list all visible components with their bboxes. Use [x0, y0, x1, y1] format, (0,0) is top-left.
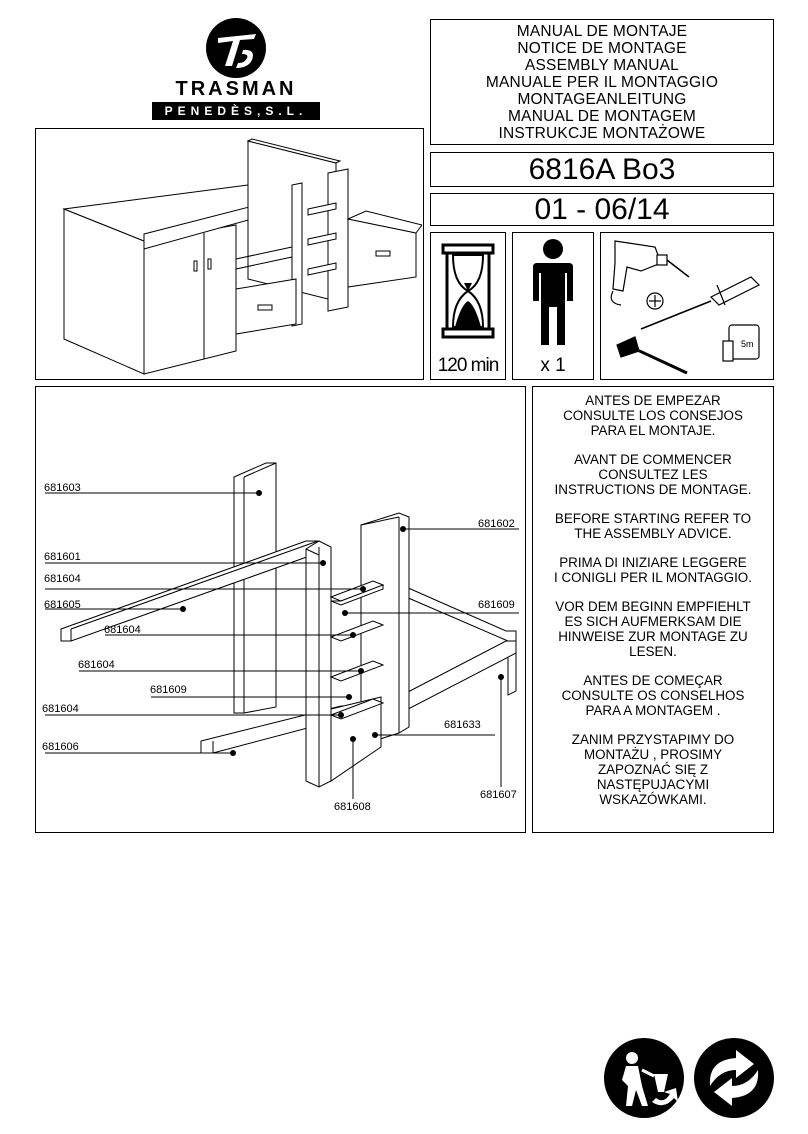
part-label-681604-d: 681604 — [42, 703, 79, 715]
part-label-681607: 681607 — [480, 789, 517, 801]
assembly-time: 120 min — [437, 355, 500, 376]
model-number: 6816A Bo3 — [528, 152, 676, 186]
brand-logo: TRASMAN PENEDÈS,S.L. — [148, 16, 324, 124]
bed-illustration — [62, 138, 423, 375]
part-label-681609-a: 681609 — [150, 684, 187, 696]
time-box: 120 min — [430, 232, 506, 380]
part-label-681603: 681603 — [44, 482, 81, 494]
title-it: MANUALE PER IL MONTAGGIO — [485, 74, 719, 91]
part-label-681633: 681633 — [444, 719, 481, 731]
persons-box: x 1 — [512, 232, 594, 380]
trasman-logo-icon — [206, 18, 266, 78]
title-fr: NOTICE DE MONTAGE — [517, 40, 687, 57]
manual-title-box: MANUAL DE MONTAJE NOTICE DE MONTAGE ASSE… — [430, 19, 774, 145]
title-de: MONTAGEANLEITUNG — [517, 91, 687, 108]
brand-subname: PENEDÈS,S.L. — [152, 102, 320, 120]
part-label-681609-b: 681609 — [478, 599, 515, 611]
parts-diagram-box: 681603 681601 681604 681605 681604 68160… — [35, 386, 526, 833]
green-dot-recycle-icon — [694, 1038, 774, 1118]
part-label-681604-b: 681604 — [104, 624, 141, 636]
tools-box: 5m — [600, 232, 774, 380]
model-box: 6816A Bo3 — [430, 152, 774, 187]
part-label-681606: 681606 — [42, 741, 79, 753]
hourglass-icon — [441, 243, 495, 339]
persons-count: x 1 — [540, 355, 566, 376]
product-illustration-box — [35, 128, 424, 380]
part-label-681608: 681608 — [334, 801, 371, 813]
person-icon — [533, 239, 573, 345]
tidyman-recycle-icon — [604, 1038, 684, 1118]
title-es: MANUAL DE MONTAJE — [516, 23, 688, 40]
part-label-681602: 681602 — [478, 518, 515, 530]
title-pt: MANUAL DE MONTAGEM — [508, 108, 696, 125]
part-label-681604-c: 681604 — [78, 659, 115, 671]
brand-name: TRASMAN — [175, 78, 297, 100]
version-box: 01 - 06/14 — [430, 193, 774, 226]
part-label-681605: 681605 — [44, 599, 81, 611]
version-date: 01 - 06/14 — [534, 192, 670, 226]
tools-icon: 5m — [610, 240, 761, 375]
svg-text:5m: 5m — [741, 339, 754, 349]
exploded-parts-diagram — [45, 462, 519, 799]
title-en: ASSEMBLY MANUAL — [524, 57, 680, 74]
part-label-681601: 681601 — [44, 551, 81, 563]
part-label-681604-a: 681604 — [44, 573, 81, 585]
title-pl: INSTRUKCJE MONTAŻOWE — [498, 125, 706, 142]
